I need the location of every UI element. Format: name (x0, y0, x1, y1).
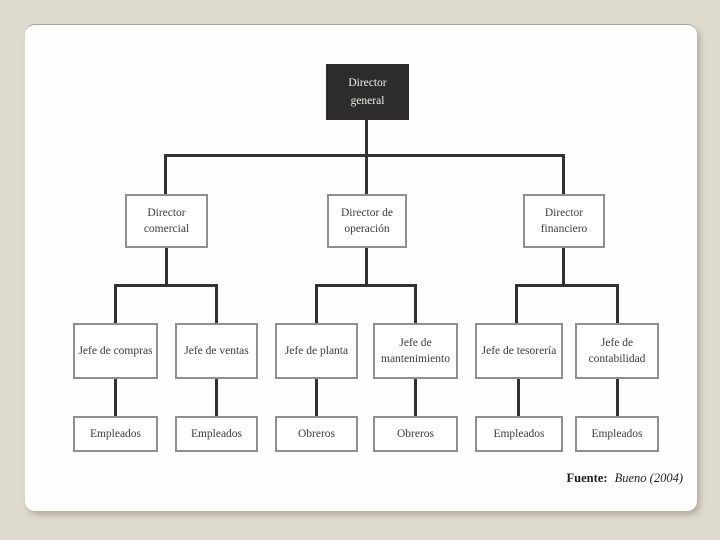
connector-drop-mantenimiento (414, 284, 417, 323)
connector-root-stem (365, 120, 368, 157)
connector-drop-tesoreria (515, 284, 518, 323)
connector-financiero-stem (562, 248, 565, 284)
org-node-label: Jefe de compras (78, 345, 153, 357)
org-node-label: Obreros (297, 428, 336, 440)
org-node-label: Obreros (396, 428, 435, 440)
connector-drop-compras (114, 284, 117, 323)
slide-card: Director general Director comercial Dire… (25, 24, 697, 511)
org-node-director-general: Director general (326, 64, 409, 120)
org-node-label: Jefe de planta (284, 345, 349, 357)
connector-drop-operacion (365, 154, 368, 195)
org-node-obreros-1: Obreros (275, 416, 358, 452)
connector-contabilidad-staff (616, 379, 619, 416)
org-node-label: Director financiero (540, 207, 588, 235)
connector-drop-contabilidad (616, 284, 619, 323)
org-node-label: Empleados (190, 428, 243, 440)
org-node-label: Director general (348, 77, 387, 107)
org-node-jefe-tesoreria: Jefe de tesorería (475, 323, 563, 379)
org-node-jefe-mantenimiento: Jefe de mantenimiento (373, 323, 458, 379)
org-node-label: Jefe de mantenimiento (381, 337, 450, 365)
connector-operacion-bar (315, 284, 417, 287)
org-node-empleados-2: Empleados (175, 416, 258, 452)
org-node-empleados-1: Empleados (73, 416, 158, 452)
org-node-jefe-ventas: Jefe de ventas (175, 323, 258, 379)
connector-planta-staff (315, 379, 318, 416)
org-node-director-financiero: Director financiero (523, 194, 605, 248)
org-node-obreros-2: Obreros (373, 416, 458, 452)
connector-mantenimiento-staff (414, 379, 417, 416)
org-node-label: Director de operación (340, 207, 394, 235)
org-node-empleados-3: Empleados (475, 416, 563, 452)
org-node-label: Jefe de tesorería (481, 345, 557, 357)
connector-ventas-staff (215, 379, 218, 416)
org-node-label: Empleados (493, 428, 545, 440)
connector-compras-staff (114, 379, 117, 416)
org-node-label: Empleados (591, 428, 643, 440)
org-node-label: Empleados (89, 428, 142, 440)
source-note: Fuente: Bueno (2004) (567, 471, 683, 486)
org-node-label: Jefe de contabilidad (588, 337, 646, 365)
connector-operacion-stem (365, 248, 368, 284)
org-node-director-operacion: Director de operación (327, 194, 407, 248)
connector-drop-financiero (562, 154, 565, 195)
connector-tesoreria-staff (517, 379, 520, 416)
source-label: Fuente: (566, 471, 608, 485)
connector-drop-ventas (215, 284, 218, 323)
org-node-empleados-4: Empleados (575, 416, 659, 452)
connector-financiero-bar (515, 284, 619, 287)
org-node-jefe-contabilidad: Jefe de contabilidad (575, 323, 659, 379)
org-node-jefe-compras: Jefe de compras (73, 323, 158, 379)
connector-drop-comercial (164, 154, 167, 195)
connector-level1-bar (164, 154, 565, 157)
connector-drop-planta (315, 284, 318, 323)
connector-comercial-stem (165, 248, 168, 284)
org-node-label: Director comercial (143, 207, 190, 235)
connector-comercial-bar (114, 284, 218, 287)
org-node-jefe-planta: Jefe de planta (275, 323, 358, 379)
source-value: Bueno (2004) (614, 471, 683, 485)
org-node-director-comercial: Director comercial (125, 194, 208, 248)
org-node-label: Jefe de ventas (184, 345, 249, 357)
